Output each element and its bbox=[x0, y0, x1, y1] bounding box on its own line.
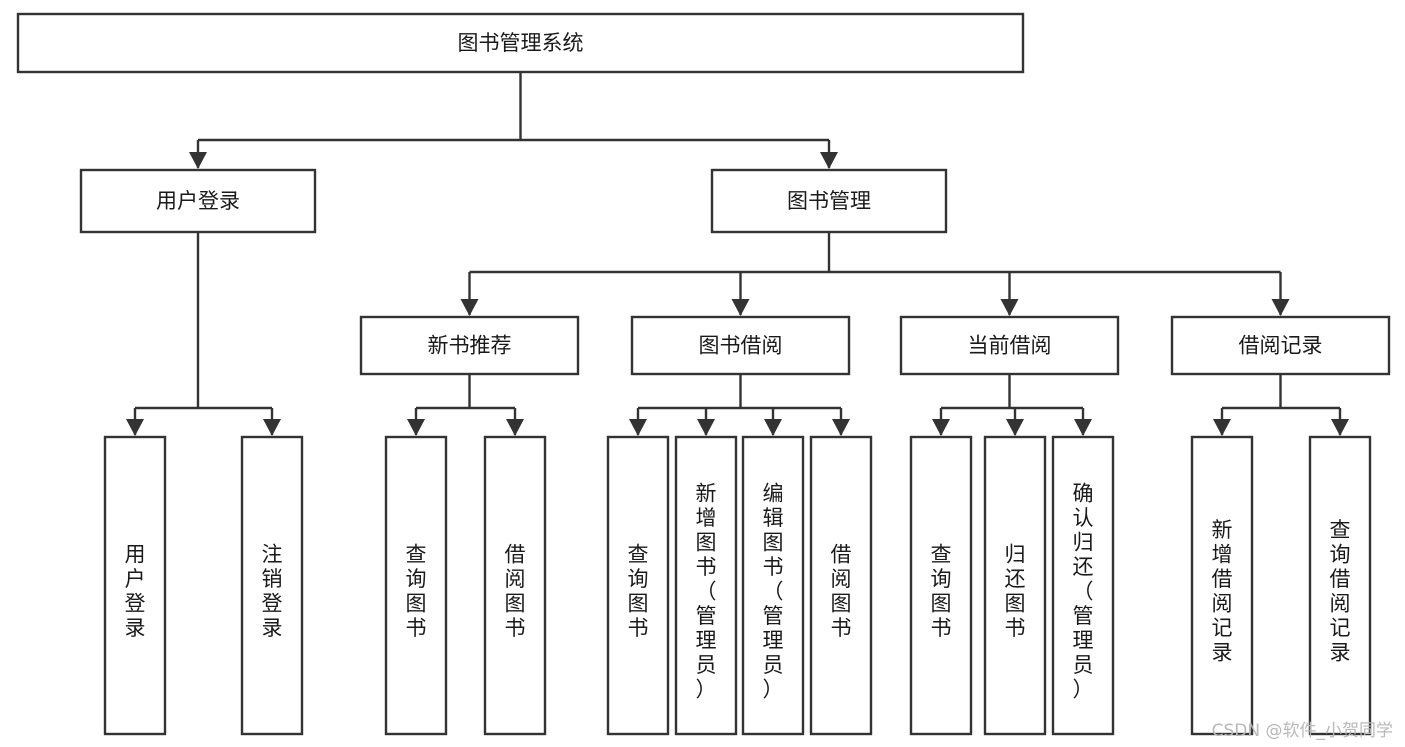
node-leaf-add-record[interactable]: 新增借阅记录 bbox=[1190, 435, 1254, 736]
arrow-head-icon bbox=[764, 419, 782, 436]
node-leaf-user-login[interactable]: 用户登录 bbox=[103, 435, 167, 736]
node-label: 归还图书 bbox=[1005, 543, 1026, 641]
node-leaf-return-book[interactable]: 归还图书 bbox=[983, 435, 1047, 736]
arrow-head-icon bbox=[126, 419, 144, 436]
node-leaf-query-book-b[interactable]: 查询图书 bbox=[606, 435, 670, 736]
arrow-head-icon bbox=[460, 299, 479, 316]
node-label: 用户登录 bbox=[125, 543, 146, 641]
node-box bbox=[1170, 315, 1391, 376]
arrow-head-icon bbox=[506, 419, 524, 436]
node-label: 新增图书（管理员） bbox=[696, 481, 717, 701]
node-box bbox=[16, 12, 1025, 74]
node-box bbox=[1190, 435, 1254, 736]
node-label: 编辑图书（管理员） bbox=[763, 481, 784, 701]
arrow-head-icon bbox=[407, 419, 425, 436]
arrow-head-icon bbox=[263, 419, 281, 436]
node-leaf-query-book-rec[interactable]: 查询图书 bbox=[384, 435, 448, 736]
node-layer: 图书管理系统用户登录图书管理新书推荐图书借阅当前借阅借阅记录用户登录注销登录查询… bbox=[16, 12, 1391, 736]
arrow-head-icon bbox=[820, 152, 838, 169]
arrow-head-icon bbox=[189, 152, 207, 169]
node-label: 查询图书 bbox=[628, 543, 649, 641]
node-current-borrow[interactable]: 当前借阅 bbox=[899, 315, 1120, 376]
node-leaf-borrow-book-rec[interactable]: 借阅图书 bbox=[483, 435, 547, 736]
node-book-manage[interactable]: 图书管理 bbox=[710, 168, 948, 234]
node-label: 当前借阅 bbox=[968, 334, 1052, 358]
arrow-head-icon bbox=[1006, 419, 1024, 436]
arrow-head-icon bbox=[1213, 419, 1231, 436]
node-label: 注销登录 bbox=[262, 543, 283, 641]
arrow-head-icon bbox=[1271, 299, 1290, 316]
arrow-head-icon bbox=[1074, 419, 1092, 436]
node-label: 查询图书 bbox=[931, 543, 952, 641]
node-user-login[interactable]: 用户登录 bbox=[79, 168, 317, 234]
node-label: 图书借阅 bbox=[699, 334, 783, 358]
node-box bbox=[710, 168, 948, 234]
node-box bbox=[606, 435, 670, 736]
arrow-head-icon bbox=[697, 419, 715, 436]
node-leaf-borrow-book-b[interactable]: 借阅图书 bbox=[809, 435, 873, 736]
node-leaf-edit-book[interactable]: 编辑图书（管理员） bbox=[741, 435, 805, 736]
watermark-text: CSDN @软件_小贺同学 bbox=[1211, 721, 1393, 741]
node-label: 新书推荐 bbox=[428, 334, 512, 358]
node-box bbox=[630, 315, 851, 376]
node-label: 借阅图书 bbox=[831, 543, 852, 641]
node-box bbox=[909, 435, 973, 736]
node-label: 新增借阅记录 bbox=[1212, 518, 1233, 665]
node-label: 确认归还（管理员） bbox=[1073, 481, 1094, 701]
node-root[interactable]: 图书管理系统 bbox=[16, 12, 1025, 74]
node-label: 借阅记录 bbox=[1239, 334, 1323, 358]
node-label: 查询图书 bbox=[406, 543, 427, 641]
node-box bbox=[1051, 435, 1115, 736]
arrow-head-icon bbox=[1000, 299, 1019, 316]
arrow-head-icon bbox=[932, 419, 950, 436]
node-box bbox=[899, 315, 1120, 376]
node-box bbox=[103, 435, 167, 736]
node-box bbox=[741, 435, 805, 736]
node-new-book-rec[interactable]: 新书推荐 bbox=[359, 315, 580, 376]
node-label: 用户登录 bbox=[156, 189, 240, 213]
node-label: 借阅图书 bbox=[505, 543, 526, 641]
node-borrow-record[interactable]: 借阅记录 bbox=[1170, 315, 1391, 376]
node-box bbox=[1308, 435, 1372, 736]
connector-layer bbox=[126, 72, 1349, 436]
node-box bbox=[384, 435, 448, 736]
node-label: 图书管理 bbox=[787, 189, 871, 213]
node-leaf-logout[interactable]: 注销登录 bbox=[240, 435, 304, 736]
node-box bbox=[483, 435, 547, 736]
node-leaf-add-book[interactable]: 新增图书（管理员） bbox=[674, 435, 738, 736]
arrow-head-icon bbox=[1331, 419, 1349, 436]
arrow-head-icon bbox=[832, 419, 850, 436]
node-label: 图书管理系统 bbox=[458, 31, 584, 55]
node-box bbox=[983, 435, 1047, 736]
node-leaf-query-book-c[interactable]: 查询图书 bbox=[909, 435, 973, 736]
node-leaf-confirm-return[interactable]: 确认归还（管理员） bbox=[1051, 435, 1115, 736]
node-box bbox=[359, 315, 580, 376]
node-leaf-query-record[interactable]: 查询借阅记录 bbox=[1308, 435, 1372, 736]
node-book-borrow[interactable]: 图书借阅 bbox=[630, 315, 851, 376]
arrow-head-icon bbox=[731, 299, 750, 316]
node-box bbox=[809, 435, 873, 736]
node-box bbox=[674, 435, 738, 736]
node-box bbox=[79, 168, 317, 234]
node-label: 查询借阅记录 bbox=[1330, 518, 1351, 665]
node-box bbox=[240, 435, 304, 736]
arrow-head-icon bbox=[629, 419, 647, 436]
